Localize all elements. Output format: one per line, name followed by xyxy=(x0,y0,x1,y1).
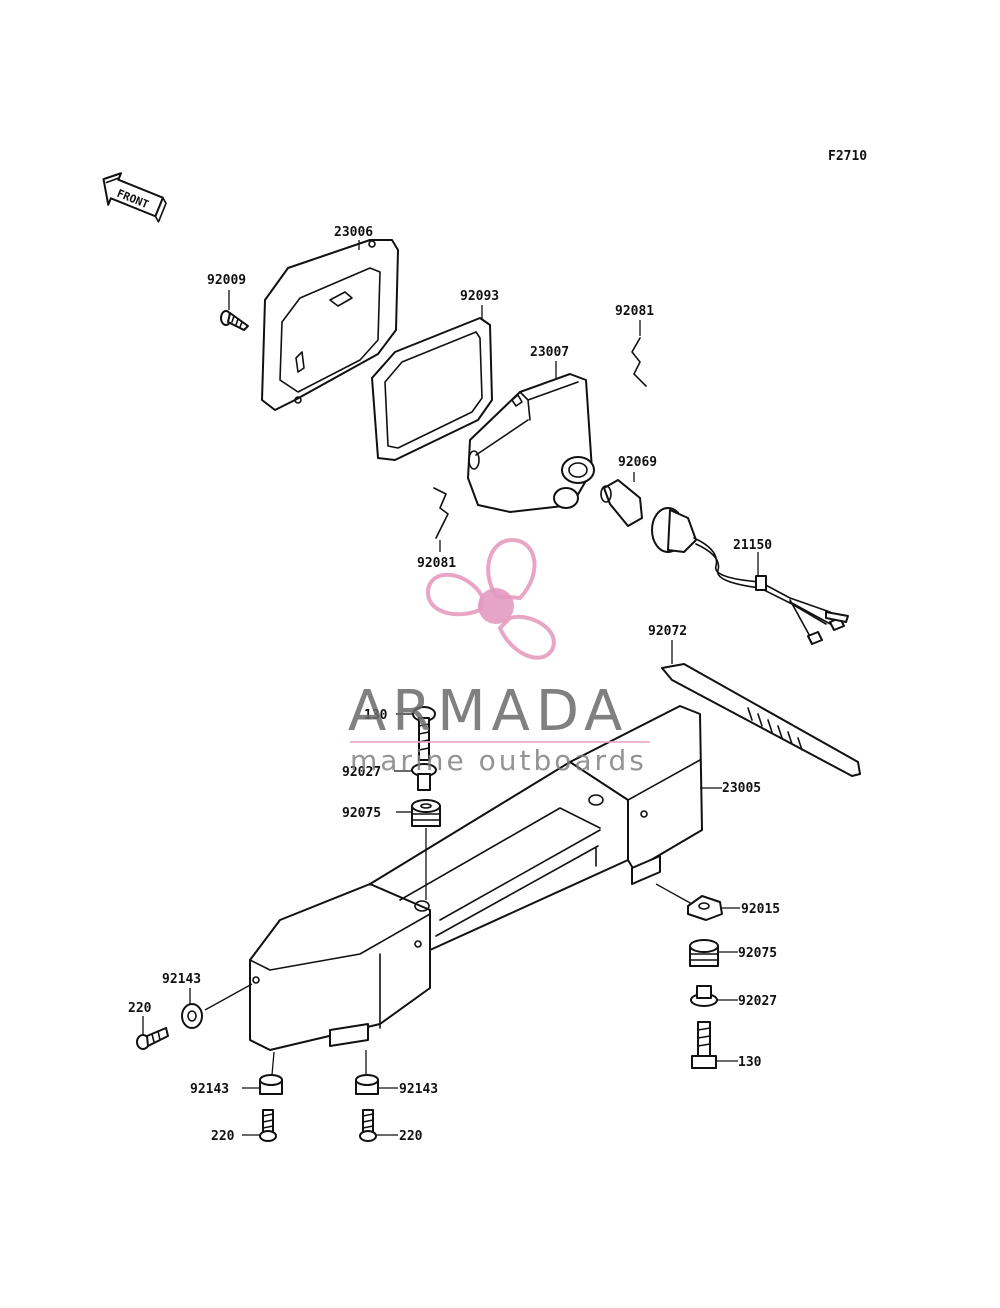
part-92072-tie-strap xyxy=(661,663,861,777)
part-label-92009: 92009 xyxy=(207,273,246,288)
part-23005-bracket xyxy=(249,705,703,1051)
part-label-92027-right: 92027 xyxy=(738,994,777,1009)
part-label-92075-top: 92075 xyxy=(342,806,381,821)
part-92027-collar-right xyxy=(690,985,718,1007)
part-label-92015: 92015 xyxy=(741,902,780,917)
propeller-hub-icon xyxy=(478,588,514,624)
part-92081-clip-top xyxy=(631,337,647,387)
part-21150-socket-harness xyxy=(651,507,849,645)
part-label-220-left: 220 xyxy=(128,1001,152,1016)
part-92093-gasket xyxy=(371,317,493,461)
part-130-bottom-bolt xyxy=(691,1021,717,1069)
figure-code: F2710 xyxy=(828,149,867,164)
armada-logo: ARMADA marine outboards xyxy=(348,537,650,777)
part-92143-grommet-left xyxy=(181,1003,203,1029)
part-label-92027-top: 92027 xyxy=(342,765,381,780)
part-92015-nut xyxy=(687,895,723,921)
part-label-21150: 21150 xyxy=(733,538,772,553)
part-label-92143-left: 92143 xyxy=(162,972,201,987)
part-92009-screw xyxy=(220,310,249,331)
part-92075-damper-top xyxy=(411,799,441,827)
part-92027-collar-top xyxy=(411,763,437,791)
part-label-130-top: 130 xyxy=(364,708,388,723)
part-label-92143-bottom-left: 92143 xyxy=(190,1082,229,1097)
part-23007-housing xyxy=(467,373,595,513)
part-92069-bulb xyxy=(600,479,643,527)
part-label-23006: 23006 xyxy=(334,225,373,240)
part-label-23005: 23005 xyxy=(722,781,761,796)
part-92081-clip-bottom xyxy=(433,487,449,539)
front-arrow-icon: FRONT xyxy=(102,172,167,223)
brand-name: ARMADA xyxy=(348,679,628,744)
part-label-92081-bottom: 92081 xyxy=(417,556,456,571)
part-92143-grommet-bottom-left xyxy=(259,1074,283,1095)
part-220-screw-bottom-middle xyxy=(359,1109,377,1142)
part-label-92075-right: 92075 xyxy=(738,946,777,961)
brand-tagline: marine outboards xyxy=(350,744,647,777)
part-label-92072: 92072 xyxy=(648,624,687,639)
part-label-130-bottom: 130 xyxy=(738,1055,762,1070)
part-label-92093: 92093 xyxy=(460,289,499,304)
part-label-92143-bottom-middle: 92143 xyxy=(399,1082,438,1097)
part-23006-bezel xyxy=(261,239,399,411)
part-220-screw-bottom-left xyxy=(259,1109,277,1142)
part-130-top-bolt xyxy=(412,706,436,761)
part-220-screw-left xyxy=(136,1027,169,1050)
part-label-23007: 23007 xyxy=(530,345,569,360)
part-label-92081-top: 92081 xyxy=(615,304,654,319)
part-label-92069: 92069 xyxy=(618,455,657,470)
part-label-220-bottom-left: 220 xyxy=(211,1129,235,1144)
part-label-220-bottom-middle: 220 xyxy=(399,1129,423,1144)
part-92143-grommet-bottom-middle xyxy=(355,1074,379,1095)
propeller-icon xyxy=(425,537,556,660)
part-92075-damper-right xyxy=(689,939,719,967)
